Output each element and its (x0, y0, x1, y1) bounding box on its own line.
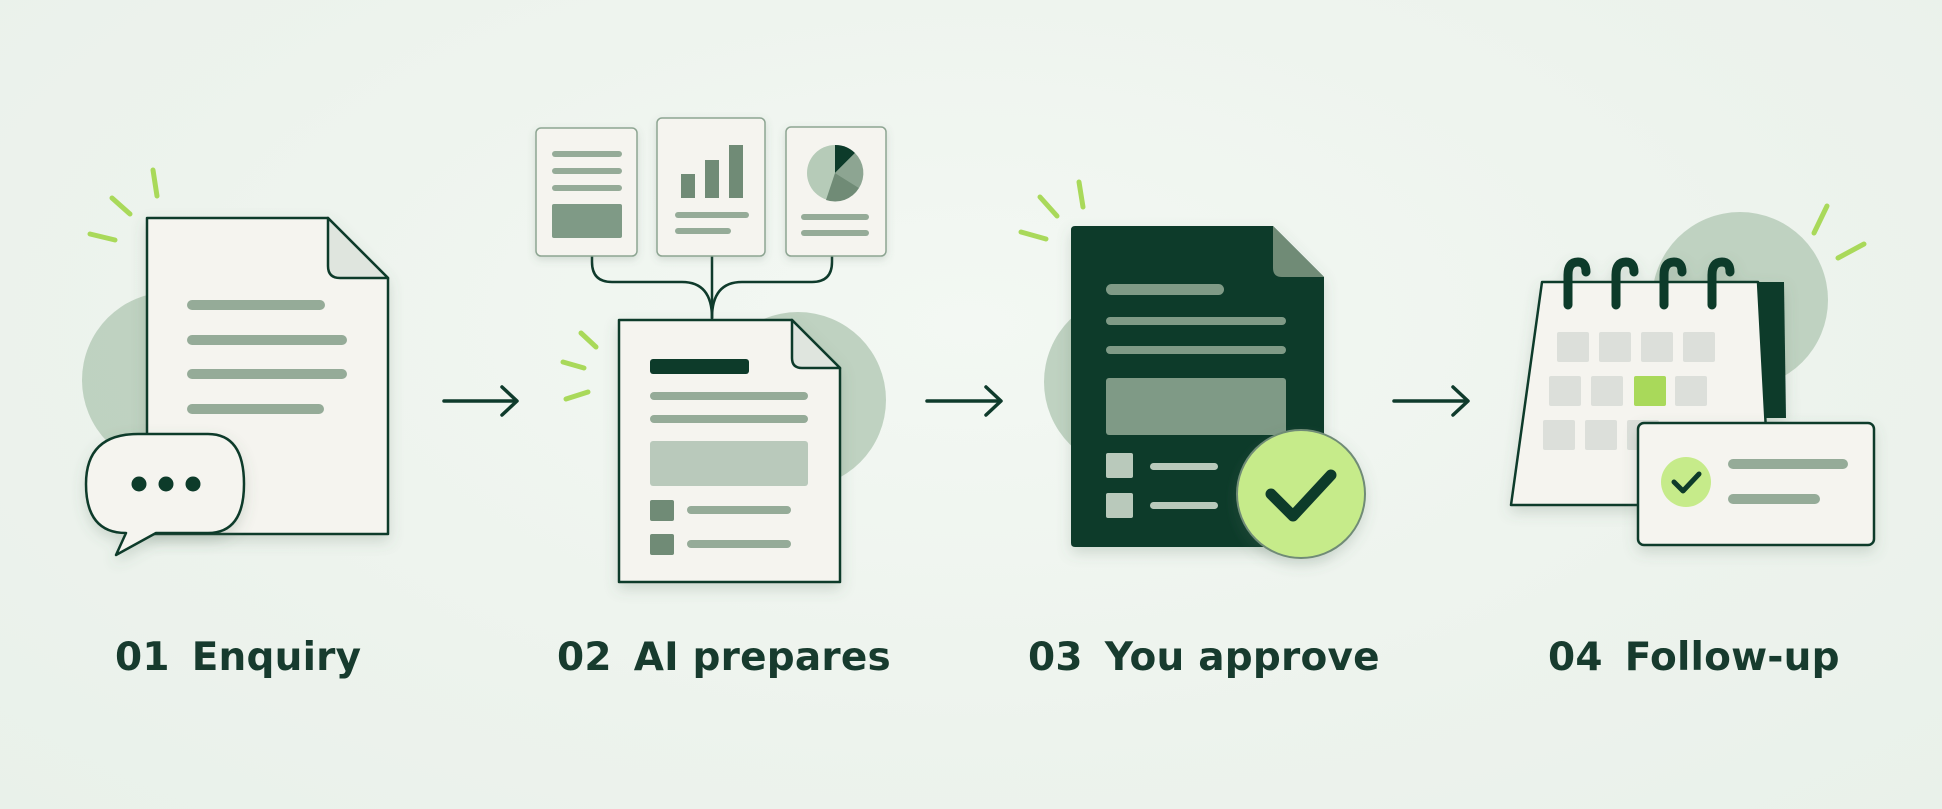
spark-lines-icon (560, 330, 599, 402)
source-pie-chart-report-icon (785, 126, 887, 257)
step-1-number: 01 (115, 635, 170, 680)
step-1-caption: 01 Enquiry (115, 628, 361, 688)
step-2-title: AI prepares (633, 635, 891, 680)
source-text-report-icon (535, 127, 638, 257)
chat-bubble-icon (84, 432, 246, 557)
step-3-illustration (1018, 179, 1366, 559)
step-2-caption: 02 AI prepares (557, 628, 891, 688)
approval-check-badge-icon (1236, 429, 1366, 559)
step-4-title: Follow-up (1624, 635, 1840, 680)
step-2-illustration (535, 117, 887, 584)
flow-arrow-1-icon (442, 385, 519, 417)
step-2-number: 02 (557, 635, 612, 680)
step-3-caption: 03 You approve (1028, 628, 1380, 688)
step-4-caption: 04 Follow-up (1548, 628, 1840, 688)
step-3-title: You approve (1104, 635, 1380, 680)
step-4-number: 04 (1548, 635, 1603, 680)
flow-arrow-3-icon (1392, 385, 1470, 417)
step-1-title: Enquiry (191, 635, 362, 680)
source-connector-lines (590, 250, 834, 320)
step-3-number: 03 (1028, 635, 1083, 680)
generated-document-icon (617, 318, 842, 584)
step-4-illustration (1509, 203, 1876, 547)
step-1-illustration (82, 167, 390, 557)
source-bar-chart-report-icon (656, 117, 766, 257)
spark-lines-icon (87, 167, 160, 243)
flow-arrow-2-icon (925, 385, 1003, 417)
spark-lines-icon (1811, 203, 1867, 261)
spark-lines-icon (1018, 179, 1086, 242)
follow-up-task-card-icon (1636, 421, 1876, 547)
highlighted-date-cell (1634, 376, 1666, 406)
